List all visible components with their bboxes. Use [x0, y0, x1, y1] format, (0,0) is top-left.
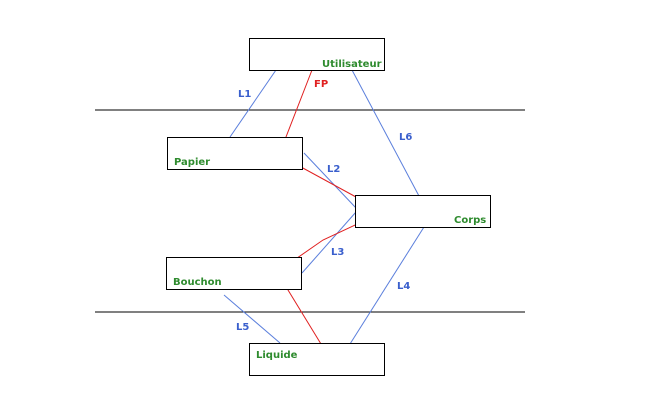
box-papier: Papier [167, 137, 303, 170]
box-liquide: Liquide [249, 343, 385, 376]
box-corps: Corps [355, 195, 491, 228]
box-utilisateur: Utilisateur [249, 38, 385, 71]
fp-label: FP [314, 79, 328, 90]
link-l6-line [351, 69, 420, 197]
link-l2-line [303, 152, 357, 209]
link-l1-label: L1 [238, 89, 251, 100]
link-l6-label: L6 [399, 132, 412, 143]
box-bouchon: Bouchon [166, 257, 302, 290]
box-papier-label: Papier [174, 157, 210, 168]
box-corps-label: Corps [454, 215, 486, 226]
link-l2-label: L2 [327, 164, 340, 175]
link-l5-line [223, 294, 281, 344]
link-l5-label: L5 [236, 322, 249, 333]
link-l3-label: L3 [331, 247, 344, 258]
link-l1-line [229, 69, 277, 138]
link-l4-label: L4 [397, 281, 410, 292]
box-utilisateur-label: Utilisateur [322, 59, 382, 70]
link-l3-line [301, 211, 357, 274]
box-liquide-label: Liquide [256, 350, 298, 361]
box-bouchon-label: Bouchon [173, 277, 222, 288]
link-l4-line [349, 226, 425, 345]
